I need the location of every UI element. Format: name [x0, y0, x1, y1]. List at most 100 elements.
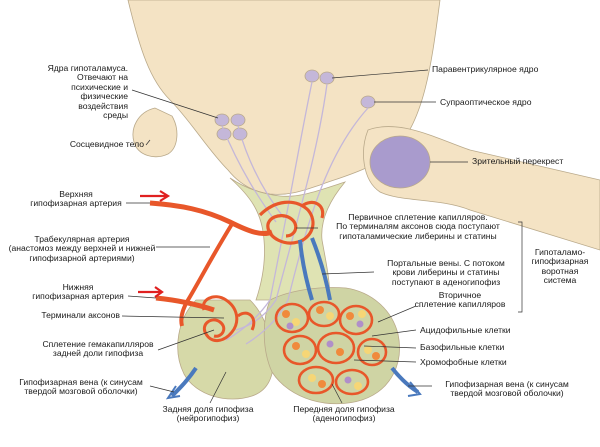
chromophobe-cell [302, 350, 310, 358]
primary-capillary-plexus [258, 200, 325, 245]
leader-line [371, 329, 417, 337]
label-text: Ацидофильные клетки [420, 325, 511, 335]
acidophil-cell [372, 352, 380, 360]
label-mammillary-body: Сосцевидное тело [10, 139, 144, 149]
leader-line [121, 315, 225, 319]
inferior-hypophyseal-artery [155, 295, 215, 313]
label-text: Задняя доля гипофиза(нейрогипофиз) [162, 404, 254, 424]
hypophyseal-vein-right [390, 366, 420, 394]
portal-vein [310, 237, 332, 301]
capillary-loop [338, 304, 374, 336]
neuron-cell [230, 113, 246, 127]
acidophil-cell [346, 312, 354, 320]
leader-line [145, 139, 151, 146]
axon-tracts [221, 81, 369, 345]
leader-line [377, 305, 417, 323]
label-axon-terminals: Терминали аксонов [14, 310, 120, 320]
posterior-capillary-plexus [201, 295, 256, 342]
arterial-flow-arrows [138, 190, 171, 298]
leader-line [331, 69, 429, 79]
label-text: Супраоптическое ядро [440, 97, 532, 107]
axon [237, 125, 285, 219]
neuron-cell [214, 113, 230, 127]
label-acidophils: Ацидофильные клетки [420, 325, 530, 335]
acidophil-cell [318, 380, 326, 388]
mammillary-body [132, 107, 178, 158]
neuron-cell [360, 95, 376, 109]
label-anterior-lobe: Передняя доля гипофиза(аденогипофиз) [284, 404, 404, 424]
label-text: Терминали аксонов [41, 310, 120, 320]
chromophobe-cell [358, 310, 366, 318]
arrow-icon [140, 190, 171, 202]
chromophobe-cell [292, 318, 300, 326]
arrow-icon [138, 286, 164, 298]
leader-line [157, 329, 215, 351]
paraventricular-nucleus [304, 69, 335, 85]
label-primary-plexus: Первичное сплетение капилляров.По термин… [320, 212, 516, 241]
label-text: Зрительный перекрест [472, 156, 564, 166]
axon [245, 107, 369, 345]
label-chromophobes: Хромофобные клетки [420, 357, 530, 367]
label-optic-chiasm: Зрительный перекрест [472, 156, 596, 166]
leader-line [321, 271, 375, 275]
leader-line [127, 295, 157, 299]
leader-line [363, 345, 417, 349]
chromophobe-cell [308, 374, 316, 382]
label-text: Сосцевидное тело [69, 139, 144, 149]
label-paraventricular-nucleus: Паравентрикулярное ядро [432, 64, 582, 74]
leader-line [131, 89, 219, 119]
capillary-loop [297, 365, 335, 395]
supraoptic-nucleus [360, 95, 376, 109]
trabecular-artery [179, 222, 234, 327]
superior-hypophyseal-artery [149, 200, 273, 237]
posterior-lobe [177, 299, 274, 400]
capillary-loop [356, 337, 388, 367]
label-text: Трабекулярная артерия(анастомоз между ве… [8, 234, 156, 263]
label-posterior-lobe: Задняя доля гипофиза(нейрогипофиз) [150, 404, 266, 424]
label-text: Паравентрикулярное ядро [432, 64, 539, 74]
label-basophils: Базофильные клетки [420, 342, 530, 352]
optic-chiasm-section [369, 135, 431, 189]
label-trabecular-artery: Трабекулярная артерия(анастомоз между ве… [6, 234, 158, 263]
leader-line [149, 385, 175, 393]
label-text: Базофильные клетки [420, 342, 505, 352]
hypophyseal-vein-left [170, 366, 198, 398]
basophil-cell [286, 322, 294, 330]
arterial-vessels [149, 200, 325, 342]
acidophil-cell [316, 306, 324, 314]
chromophobe-cell [326, 312, 334, 320]
infundibular-stalk [229, 177, 347, 301]
portal-veins [298, 237, 332, 301]
leader-line [331, 383, 343, 404]
acidophil-cell [282, 310, 290, 318]
capillary-loop [274, 302, 310, 334]
capillary-loop [316, 331, 356, 365]
secondary-capillary-plexus [274, 300, 388, 396]
label-supraoptic-nucleus: Супраоптическое ядро [440, 97, 590, 107]
basophil-cell [326, 340, 334, 348]
hypothalamus-region [127, 0, 441, 195]
arrow-icon [165, 385, 181, 400]
label-text: Передняя доля гипофиза(аденогипофиз) [293, 404, 395, 424]
acidophil-cell [292, 342, 300, 350]
capillary-loop [282, 334, 318, 366]
label-text: Хромофобные клетки [420, 357, 507, 367]
